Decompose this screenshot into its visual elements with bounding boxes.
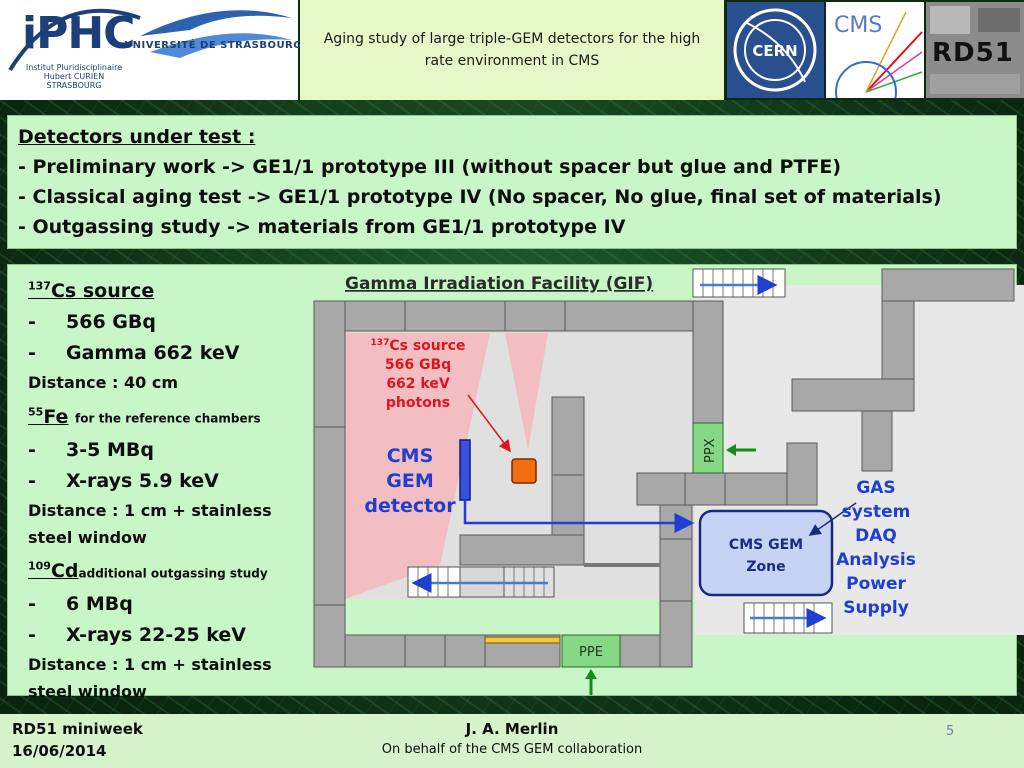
iphc-swoosh-icon xyxy=(8,8,292,72)
cs-energy: -Gamma 662 keV xyxy=(28,342,240,365)
gas-line-5: Power xyxy=(846,574,906,594)
source-label: 137Cs source xyxy=(371,338,466,354)
cs-source-heading: 137Cs source xyxy=(28,280,155,303)
cms-event-icon: CMS xyxy=(826,2,924,98)
detectors-box: Detectors under test : - Preliminary wor… xyxy=(7,115,1017,249)
detector-line-2: - Classical aging test -> GE1/1 prototyp… xyxy=(18,186,942,208)
footer: RD51 miniweek 16/06/2014 J. A. Merlin On… xyxy=(0,714,1024,768)
cd-activity: -6 MBq xyxy=(28,592,133,615)
fe-source-heading: 55Fe for the reference chambers xyxy=(28,405,261,428)
cms-logo-text: CMS xyxy=(834,13,882,38)
cd-energy: -X-rays 22-25 keV xyxy=(28,623,246,646)
gamma-cone-right xyxy=(505,333,548,450)
cms-logo: CMS xyxy=(826,2,924,98)
gas-line-1: GAS xyxy=(856,478,895,498)
gas-line-3: DAQ xyxy=(855,526,897,546)
gas-line-2: system xyxy=(842,502,911,522)
source-arrow xyxy=(467,394,511,453)
sources-list: 137Cs source -566 GBq -Gamma 662 keV Dis… xyxy=(28,271,328,705)
ppx-label: PPX xyxy=(703,438,718,463)
cms-label-1: CMS xyxy=(387,445,434,467)
detectors-heading: Detectors under test : xyxy=(18,126,256,148)
source-photons: photons xyxy=(386,395,450,411)
cern-ring-icon: CERN xyxy=(733,8,817,92)
cs-distance: Distance : 40 cm xyxy=(28,373,178,393)
yellow-beam xyxy=(484,636,561,644)
fe-distance-2: steel window xyxy=(28,527,147,547)
cd-distance-2: steel window xyxy=(28,681,147,701)
slide-title: Aging study of large triple-GEM detector… xyxy=(300,0,724,100)
footer-center: J. A. Merlin On behalf of the CMS GEM co… xyxy=(300,718,724,760)
cs-source-marker xyxy=(511,458,537,484)
iphc-logo: iPHC Institut Pluridisciplinaire Hubert … xyxy=(0,0,301,100)
university-text: UNIVERSITÉ DE STRASBOURG xyxy=(124,40,302,51)
gif-diagram: Gamma Irradiation Facility (GIF) 137Cs s… xyxy=(313,268,1024,695)
cs-activity: -566 GBq xyxy=(28,311,156,334)
iphc-logo-text: iPHC xyxy=(22,8,135,59)
zone-arrow xyxy=(808,502,857,536)
source-energy: 662 keV xyxy=(386,376,450,392)
iphc-logo-subtext: Institut Pluridisciplinaire Hubert CURIE… xyxy=(25,63,123,90)
fe-activity: -3-5 MBq xyxy=(28,438,154,461)
ppe-box xyxy=(561,634,621,668)
cms-label-3: detector xyxy=(364,495,456,517)
source-activity: 566 GBq xyxy=(385,357,451,373)
workshop-name: RD51 miniweek xyxy=(12,720,143,738)
cern-logo: CERN xyxy=(727,2,824,98)
detector-line-3: - Outgassing study -> materials from GE1… xyxy=(18,216,626,238)
ppx-arrowhead-icon xyxy=(726,444,736,456)
cd-distance-1: Distance : 1 cm + stainless xyxy=(28,654,272,674)
fe-distance-1: Distance : 1 cm + stainless xyxy=(28,500,272,520)
staircase-bottom-right xyxy=(743,602,833,634)
ppe-label: PPE xyxy=(579,645,603,660)
footer-left: RD51 miniweek 16/06/2014 xyxy=(12,718,143,762)
staircase-top xyxy=(692,268,786,298)
gem-detector-marker xyxy=(459,439,471,501)
cms-gem-zone xyxy=(698,509,834,597)
workshop-date: 16/06/2014 xyxy=(12,742,107,760)
diagram-title: Gamma Irradiation Facility (GIF) xyxy=(345,274,653,294)
rd51-texture-icon xyxy=(926,2,1024,98)
detector-line-1: - Preliminary work -> GE1/1 prototype II… xyxy=(18,156,842,178)
fe-energy: -X-rays 5.9 keV xyxy=(28,469,219,492)
ppe-arrowhead-icon xyxy=(585,669,597,679)
zone-label-1: CMS GEM xyxy=(729,537,803,553)
cable-arrow xyxy=(463,500,695,533)
gamma-cone-left xyxy=(345,333,490,599)
ppx-box xyxy=(692,422,724,474)
author-affiliation: On behalf of the CMS GEM collaboration xyxy=(381,742,643,757)
rd51-logo-text: RD51 xyxy=(932,38,1014,68)
staircase-left xyxy=(407,566,555,598)
cern-logo-text: CERN xyxy=(752,42,797,60)
gas-line-4: Analysis xyxy=(836,550,916,570)
header: iPHC Institut Pluridisciplinaire Hubert … xyxy=(0,0,1024,100)
page-number: 5 xyxy=(946,724,955,739)
rd51-logo: RD51 xyxy=(926,2,1024,98)
author-name: J. A. Merlin xyxy=(465,720,559,738)
cd-source-heading: 109Cdadditional outgassing study xyxy=(28,559,268,582)
gas-line-6: Supply xyxy=(843,598,909,618)
zone-label-2: Zone xyxy=(746,559,785,575)
cms-label-2: GEM xyxy=(386,470,433,492)
